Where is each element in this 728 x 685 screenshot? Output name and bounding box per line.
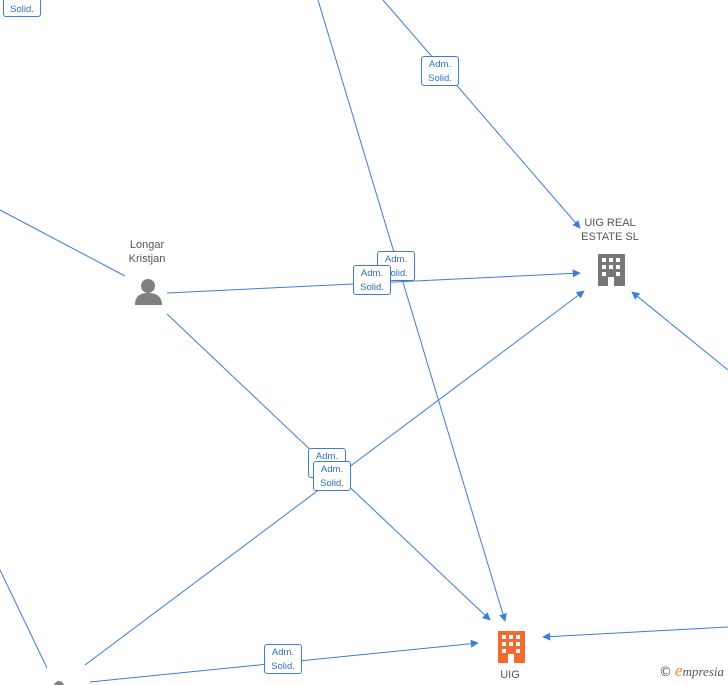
node-label-line: UIG xyxy=(500,669,520,681)
edge-label-line1: Adm. xyxy=(315,451,339,462)
edge-label-line1: Adm. xyxy=(271,647,295,658)
edge-label-line1: Adm. xyxy=(4,0,40,3)
copyright-symbol: © xyxy=(659,665,673,680)
person-icon-partial[interactable] xyxy=(54,681,64,685)
node-label-longar[interactable]: Longar Kristjan xyxy=(110,238,184,266)
edge-top-to-realestate xyxy=(382,0,581,229)
brand-name: mpresia xyxy=(682,664,724,679)
edge-label-line2: Solid. xyxy=(360,282,384,293)
edge-left-to-bottom xyxy=(0,569,48,669)
node-label-line: ESTATE SL xyxy=(581,231,639,243)
node-label-line: Longar xyxy=(129,239,165,251)
edge-label-bottom[interactable]: Adm. Solid. xyxy=(264,644,302,674)
edge-label-line1: Adm. xyxy=(428,59,452,70)
edge-top-to-uig xyxy=(317,0,507,622)
node-label-uig-real-estate[interactable]: UIG REAL ESTATE SL xyxy=(570,216,650,244)
edge-label-line2: Solid. xyxy=(428,73,452,84)
edge-label-line2: Solid. xyxy=(10,4,34,15)
edge-right-to-uig xyxy=(542,626,728,641)
building-icon[interactable] xyxy=(598,254,625,286)
node-label-line: UIG REAL xyxy=(584,217,636,229)
building-icon-highlight[interactable] xyxy=(498,631,525,663)
watermark: ©empresia xyxy=(659,661,724,681)
edge-label-line2: Solid. xyxy=(320,478,344,489)
edge-label-center-front[interactable]: Adm. Solid. xyxy=(353,265,391,295)
edge-label-line2: Solid. xyxy=(384,268,408,279)
brand-initial: e xyxy=(675,661,683,680)
edge-label-line1: Adm. xyxy=(320,464,344,475)
edge-label-line2: Solid. xyxy=(271,661,295,672)
node-label-uig[interactable]: UIG xyxy=(490,668,530,682)
edge-right-to-realestate xyxy=(631,291,728,371)
edge-label-line1: Adm. xyxy=(384,254,408,265)
node-label-line: Kristjan xyxy=(128,253,166,265)
edge-left-to-longar xyxy=(0,209,126,277)
edge-label-middle-front[interactable]: Adm. Solid. xyxy=(313,461,351,491)
edge-label-line1: Adm. xyxy=(360,268,384,279)
edge-label-top-left-partial[interactable]: Adm. Solid. xyxy=(3,0,41,17)
person-icon[interactable] xyxy=(135,279,162,305)
edge-label-top[interactable]: Adm. Solid. xyxy=(421,56,459,86)
